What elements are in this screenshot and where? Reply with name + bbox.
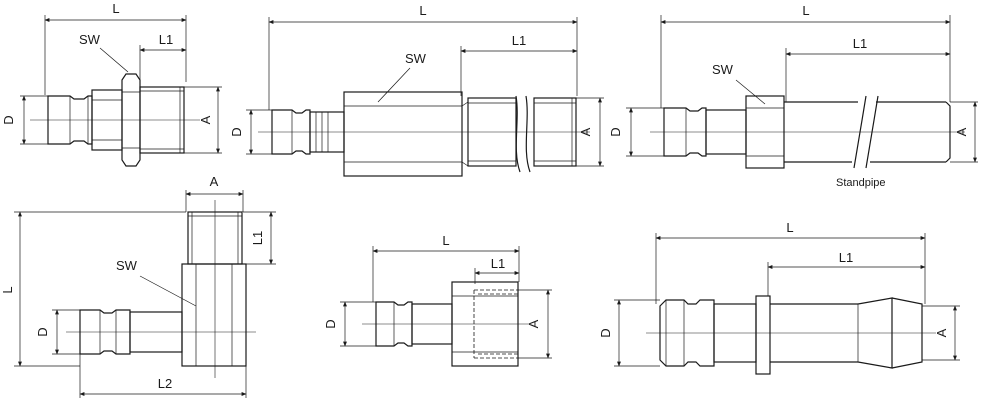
- dim-D: D: [323, 319, 338, 328]
- figure-female-thread: L L1 D A: [323, 233, 552, 367]
- dim-A: A: [210, 174, 219, 189]
- dim-A: A: [526, 319, 541, 328]
- dim-L1: L1: [512, 33, 526, 48]
- dim-L: L: [442, 233, 449, 248]
- label-standpipe: Standpipe: [836, 177, 886, 189]
- dim-A: A: [934, 328, 949, 337]
- dim-A: A: [578, 127, 593, 136]
- dim-L: L: [0, 286, 15, 293]
- figure-hex-body-male-thread: L L1 SW: [229, 3, 604, 177]
- dim-L: L: [419, 3, 426, 18]
- dim-A: A: [954, 127, 969, 136]
- dim-D: D: [608, 127, 623, 136]
- dim-L: L: [786, 220, 793, 235]
- dim-D: D: [35, 327, 50, 336]
- dim-L1: L1: [250, 231, 265, 245]
- label-SW: SW: [712, 62, 734, 77]
- label-SW: SW: [116, 258, 138, 273]
- dim-L1: L1: [853, 36, 867, 51]
- dim-D: D: [229, 127, 244, 136]
- label-SW: SW: [79, 32, 101, 47]
- dim-L1: L1: [159, 32, 173, 47]
- figure-standpipe: L L1 SW D A Sta: [608, 3, 978, 189]
- figure-straight-male-thread: L L1 SW D A: [1, 1, 222, 167]
- dim-D: D: [1, 115, 16, 124]
- figure-hose-barb: L L1 D A: [598, 220, 960, 375]
- dim-D: D: [598, 328, 613, 337]
- dim-L1: L1: [491, 256, 505, 271]
- dim-A: A: [198, 115, 213, 124]
- figure-elbow: A L L1 SW D: [0, 174, 276, 398]
- dim-L: L: [802, 3, 809, 18]
- dim-L2: L2: [158, 376, 172, 391]
- dim-L1: L1: [839, 250, 853, 265]
- dim-L: L: [112, 1, 119, 16]
- label-SW: SW: [405, 51, 427, 66]
